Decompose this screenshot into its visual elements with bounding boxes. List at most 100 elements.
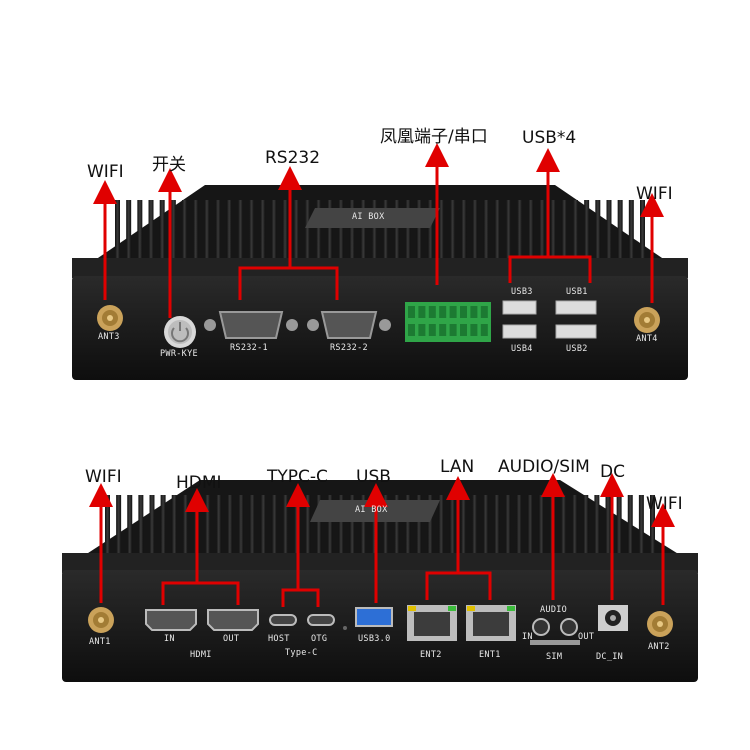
heatsink-fin — [383, 200, 389, 262]
heatsink-fin — [505, 495, 511, 557]
heatsink-fin — [460, 495, 466, 557]
callout-wifi-right-bottom: WIFI — [646, 494, 683, 514]
heatsink-fin — [394, 200, 400, 262]
heatsink-fin — [216, 495, 222, 557]
heatsink-fin — [116, 495, 122, 557]
phoenix-pin — [460, 324, 467, 336]
label-ant1: ANT1 — [89, 637, 111, 647]
phoenix-pin — [418, 306, 426, 318]
phoenix-pin — [470, 324, 478, 336]
label-hdmi-out: OUT — [223, 634, 240, 644]
label-hdmi-in: IN — [164, 634, 175, 644]
heatsink-fin — [483, 495, 489, 557]
label-usb4: USB4 — [511, 344, 533, 354]
usb30-port — [355, 607, 393, 627]
callout-power: 开关 — [152, 155, 186, 175]
heatsink-fin — [205, 495, 211, 557]
phoenix-pin — [439, 324, 447, 336]
callout-wifi-left-top: WIFI — [87, 162, 124, 182]
heatsink-fin — [137, 200, 143, 262]
heatsink-fin — [271, 495, 277, 557]
heatsink-fin — [282, 495, 288, 557]
label-audio: AUDIO — [540, 605, 568, 615]
heatsink-fin — [360, 200, 366, 262]
heatsink-fin — [627, 495, 633, 557]
heatsink-fin — [226, 200, 232, 262]
heatsink-fin — [383, 495, 389, 557]
label-host: HOST — [268, 634, 290, 644]
heatsink-fin — [416, 495, 422, 557]
heatsink-fin — [583, 495, 589, 557]
typec-otg-port — [307, 614, 335, 626]
label-usb1: USB1 — [566, 287, 588, 297]
label-out: OUT — [578, 632, 595, 642]
callout-rs232: RS232 — [265, 148, 321, 168]
label-pwr: PWR-KYE — [160, 349, 198, 359]
top-badge — [305, 208, 440, 228]
heatsink-fin — [594, 495, 600, 557]
heatsink-fin — [394, 495, 400, 557]
callout-hdmi: HDMI — [176, 473, 222, 493]
hdmi-in-port — [145, 609, 197, 631]
label-ant3: ANT3 — [98, 332, 120, 342]
heatsink-fin — [628, 200, 634, 262]
heatsink-fin — [550, 200, 556, 262]
label-usb2: USB2 — [566, 344, 588, 354]
label-rs232-1: RS232-1 — [230, 343, 268, 353]
label-rs232-2: RS232-2 — [330, 343, 368, 353]
heatsink-fin — [483, 200, 489, 262]
heatsink-fin — [160, 495, 166, 557]
label-in: IN — [522, 632, 533, 642]
heatsink-fin — [616, 495, 622, 557]
heatsink-fin — [450, 200, 456, 262]
callout-wifi-left-bottom: WIFI — [85, 467, 122, 487]
bottom-arrows — [89, 473, 675, 607]
heatsink-fin — [528, 200, 534, 262]
callout-usb4: USB*4 — [522, 128, 577, 148]
rs232-2-port — [307, 311, 391, 339]
callout-wifi-right-top: WIFI — [636, 184, 673, 204]
heatsink-fin — [182, 200, 188, 262]
heatsink-fin — [171, 495, 177, 557]
heatsink-fin — [606, 200, 612, 262]
top-heatsink-fins — [115, 200, 645, 262]
heatsink-fin — [271, 200, 277, 262]
phoenix-terminal — [405, 302, 491, 342]
heatsink-fin — [584, 200, 590, 262]
power-button[interactable] — [164, 316, 196, 348]
heatsink-fin — [438, 200, 444, 262]
heatsink-fin — [282, 200, 288, 262]
heatsink-fin — [617, 200, 623, 262]
heatsink-fin — [572, 495, 578, 557]
heatsink-fin — [572, 200, 578, 262]
phoenix-pin — [449, 306, 457, 318]
heatsink-fin — [170, 200, 176, 262]
heatsink-fin — [215, 200, 221, 262]
heatsink-fin — [494, 495, 500, 557]
ent2-port — [407, 605, 457, 641]
heatsink-fin — [260, 495, 266, 557]
heatsink-fin — [193, 200, 199, 262]
heatsink-fin — [538, 495, 544, 557]
label-sim: SIM — [546, 652, 563, 662]
phoenix-pin — [480, 306, 488, 318]
heatsink-fin — [159, 200, 165, 262]
usb-stack — [502, 300, 597, 339]
heatsink-fin — [338, 495, 344, 557]
label-ent1: ENT1 — [479, 650, 501, 660]
heatsink-fin — [249, 495, 255, 557]
heatsink-fin — [260, 200, 266, 262]
callout-lan: LAN — [440, 457, 475, 477]
top-arrows — [93, 143, 664, 318]
heatsink-fin — [126, 200, 132, 262]
heatsink-fin — [349, 200, 355, 262]
heatsink-fin — [405, 495, 411, 557]
label-ent2: ENT2 — [420, 650, 442, 660]
heatsink-fin — [472, 495, 478, 557]
phoenix-pin — [418, 324, 426, 336]
heatsink-fin — [449, 495, 455, 557]
heatsink-fin — [138, 495, 144, 557]
bottom-heatsink-fins — [105, 495, 655, 557]
heatsink-fin — [349, 495, 355, 557]
